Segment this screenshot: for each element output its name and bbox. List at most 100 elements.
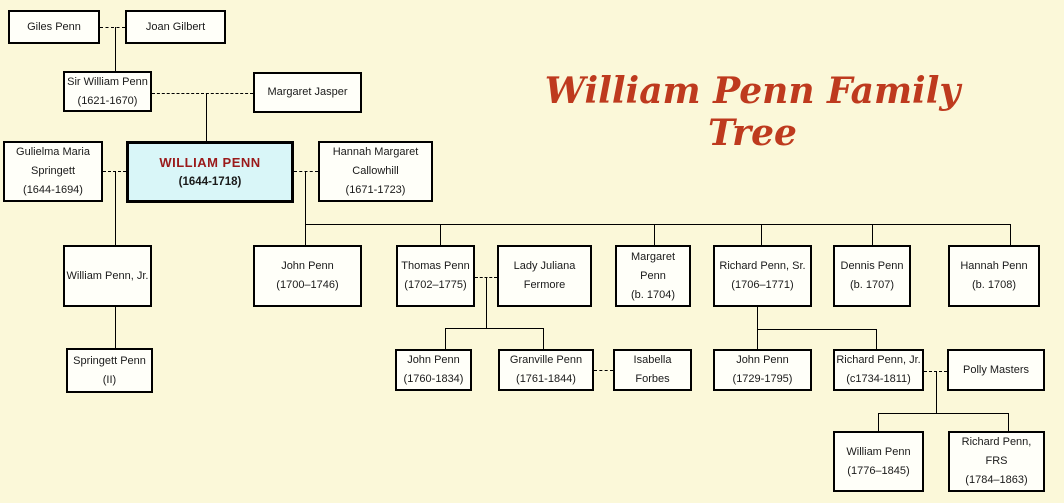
person-dates: (1784–1863) bbox=[965, 474, 1028, 486]
person-box-isabella-forbes: Isabella Forbes bbox=[613, 349, 692, 391]
person-box-springett-penn: Springett Penn (II) bbox=[66, 348, 153, 393]
descent-line bbox=[440, 224, 441, 245]
person-dates: (1700–1746) bbox=[276, 279, 339, 291]
descent-line bbox=[543, 328, 544, 349]
person-name: Hannah Penn bbox=[960, 260, 1028, 272]
person-name: Margaret Jasper bbox=[267, 86, 348, 98]
sibling-bus bbox=[757, 329, 877, 330]
person-name: John Penn bbox=[281, 260, 334, 272]
marriage-line-william-hannah bbox=[294, 171, 318, 172]
person-name: Giles Penn bbox=[27, 20, 81, 33]
descent-line bbox=[1008, 413, 1009, 431]
sibling-bus bbox=[878, 413, 1009, 414]
person-name: Polly Masters bbox=[962, 363, 1030, 376]
descent-line bbox=[761, 224, 762, 245]
person-box-hannah-penn: Hannah Penn (b. 1708) bbox=[948, 245, 1040, 307]
descent-line bbox=[872, 224, 873, 245]
marriage-line-gulielma-william bbox=[103, 171, 126, 172]
marriage-line-giles-joan bbox=[100, 27, 125, 28]
person-dates: (b. 1707) bbox=[849, 279, 895, 291]
person-box-richard-penn-jr: Richard Penn, Jr. (c1734-1811) bbox=[833, 349, 924, 391]
descent-line bbox=[115, 307, 116, 348]
descent-line bbox=[878, 413, 879, 431]
person-dates: (1644-1694) bbox=[23, 184, 83, 196]
person-dates: (1729-1795) bbox=[732, 373, 793, 385]
person-box-richard-penn-sr: Richard Penn, Sr. (1706–1771) bbox=[713, 245, 812, 307]
person-dates: (1702–1775) bbox=[404, 279, 467, 291]
person-box-giles-penn: Giles Penn bbox=[8, 10, 100, 44]
descent-line bbox=[876, 329, 877, 349]
person-box-john-penn-1700: John Penn (1700–1746) bbox=[253, 245, 362, 307]
person-name: Joan Gilbert bbox=[145, 20, 206, 33]
person-dates: (1706–1771) bbox=[731, 279, 794, 291]
person-box-margaret-jasper: Margaret Jasper bbox=[253, 72, 362, 113]
person-box-richard-penn-frs: Richard Penn, FRS (1784–1863) bbox=[948, 431, 1045, 492]
person-dates: (1671-1723) bbox=[345, 184, 406, 196]
sibling-bus bbox=[445, 328, 544, 329]
person-name: Springett Penn bbox=[73, 354, 146, 367]
person-name: WILLIAM PENN bbox=[159, 155, 261, 170]
person-name: Lady Juliana bbox=[513, 260, 576, 272]
person-name: Sir William Penn bbox=[67, 75, 148, 88]
person-name: Callowhill bbox=[352, 165, 399, 177]
descent-line bbox=[486, 277, 487, 328]
person-name: Fermore bbox=[523, 279, 566, 291]
descent-line bbox=[305, 171, 306, 245]
marriage-line-richardjr-polly bbox=[924, 371, 947, 372]
person-dates: (II) bbox=[102, 373, 117, 386]
descent-line bbox=[654, 224, 655, 245]
person-box-lady-juliana-fermore: Lady Juliana Fermore bbox=[497, 245, 592, 307]
person-name: Dennis Penn bbox=[840, 260, 904, 272]
diagram-title: William Penn Family Tree bbox=[544, 70, 961, 154]
person-box-joan-gilbert: Joan Gilbert bbox=[125, 10, 226, 44]
descent-line bbox=[115, 171, 116, 245]
descent-line bbox=[936, 371, 937, 413]
person-dates: (c1734-1811) bbox=[846, 373, 911, 385]
person-name: Hannah Margaret bbox=[332, 146, 419, 158]
person-box-thomas-penn: Thomas Penn (1702–1775) bbox=[396, 245, 475, 307]
descent-line bbox=[115, 27, 116, 71]
person-name: Penn bbox=[640, 269, 666, 282]
person-name: Richard Penn, Sr. bbox=[719, 260, 806, 272]
person-name: Thomas Penn bbox=[401, 260, 470, 272]
person-name: FRS bbox=[985, 455, 1008, 467]
person-name: Springett bbox=[30, 165, 76, 177]
person-dates: (1644-1718) bbox=[178, 176, 242, 188]
person-name: William Penn bbox=[846, 445, 911, 458]
person-dates: (b. 1704) bbox=[630, 288, 676, 301]
person-box-polly-masters: Polly Masters bbox=[947, 349, 1045, 391]
person-name: Isabella bbox=[633, 354, 672, 366]
person-dates: (1621-1670) bbox=[77, 94, 138, 107]
person-box-william-penn-1776: William Penn (1776–1845) bbox=[833, 431, 924, 492]
person-box-gulielma-springett: Gulielma Maria Springett (1644-1694) bbox=[3, 141, 103, 202]
person-box-granville-penn: Granville Penn (1761-1844) bbox=[498, 349, 594, 391]
person-box-william-penn-jr: William Penn, Jr. bbox=[63, 245, 152, 307]
person-name: John Penn bbox=[736, 354, 789, 366]
person-name: Gulielma Maria bbox=[16, 146, 90, 158]
person-box-margaret-penn: Margaret Penn (b. 1704) bbox=[615, 245, 691, 307]
person-name: Richard Penn, Jr. bbox=[836, 354, 921, 366]
marriage-line-granville-isabella bbox=[594, 370, 613, 371]
person-dates: (1776–1845) bbox=[847, 464, 910, 477]
descent-line bbox=[206, 93, 207, 141]
person-box-hannah-callowhill: Hannah Margaret Callowhill (1671-1723) bbox=[318, 141, 433, 202]
descent-line bbox=[445, 328, 446, 349]
person-box-william-penn-highlight: WILLIAM PENN (1644-1718) bbox=[126, 141, 294, 203]
person-name: Forbes bbox=[635, 373, 670, 385]
person-name: Margaret bbox=[630, 250, 676, 263]
person-name: Richard Penn, bbox=[961, 436, 1032, 448]
person-dates: (1760-1834) bbox=[403, 373, 464, 385]
person-box-dennis-penn: Dennis Penn (b. 1707) bbox=[833, 245, 911, 307]
person-box-john-penn-1729: John Penn (1729-1795) bbox=[713, 349, 812, 391]
person-name: William Penn, Jr. bbox=[66, 269, 149, 282]
person-name: John Penn bbox=[407, 354, 460, 366]
sibling-bus bbox=[305, 224, 1011, 225]
person-box-john-penn-1760: John Penn (1760-1834) bbox=[395, 349, 472, 391]
person-name: Granville Penn bbox=[509, 354, 583, 366]
person-box-sir-william-penn: Sir William Penn (1621-1670) bbox=[63, 71, 152, 112]
descent-line bbox=[757, 307, 758, 349]
person-dates: (1761-1844) bbox=[516, 373, 576, 385]
person-dates: (b. 1708) bbox=[971, 279, 1017, 291]
marriage-line-sirwilliam-jasper bbox=[152, 93, 253, 94]
